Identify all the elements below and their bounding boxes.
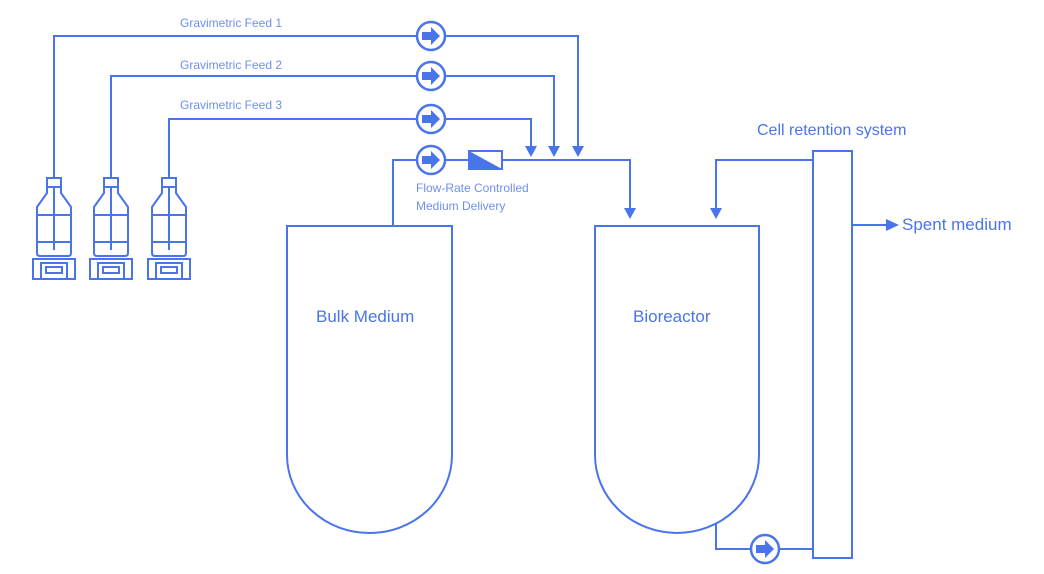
scale-icon	[147, 258, 191, 280]
feed-line-2	[110, 75, 555, 178]
bioreactor-tank[interactable]	[594, 225, 760, 534]
pump-icon[interactable]	[749, 533, 781, 565]
arrow-down-icon	[624, 208, 636, 219]
feed-line-1	[53, 35, 579, 178]
cell-retention-label: Cell retention system	[757, 122, 907, 139]
retentate-return-line	[715, 159, 813, 208]
arrow-right-icon	[886, 219, 899, 231]
bottle-icon	[151, 177, 187, 257]
arrow-down-icon	[572, 146, 584, 157]
pump-icon[interactable]	[415, 103, 447, 135]
scale-icon	[89, 258, 133, 280]
feed-label-2: Gravimetric Feed 2	[180, 58, 283, 72]
cell-retention-unit[interactable]	[812, 150, 853, 559]
medium-delivery-label-1: Flow-Rate Controlled	[416, 181, 529, 195]
medium-delivery-line	[392, 159, 631, 226]
bulk-medium-tank[interactable]	[286, 225, 453, 534]
arrow-down-icon	[710, 208, 722, 219]
bottle-icon	[36, 177, 72, 257]
bulk-medium-label: Bulk Medium	[316, 307, 415, 326]
spent-medium-label: Spent medium	[902, 215, 1012, 234]
arrow-down-icon	[548, 146, 560, 157]
bioreactor-label: Bioreactor	[633, 307, 711, 326]
flow-controller-icon[interactable]	[468, 150, 503, 170]
arrow-down-icon	[525, 146, 537, 157]
feed-label-3: Gravimetric Feed 3	[180, 98, 283, 112]
recirculation-line	[715, 524, 813, 550]
medium-delivery-label-2: Medium Delivery	[416, 199, 506, 213]
pump-icon[interactable]	[415, 60, 447, 92]
bottle-icon	[93, 177, 129, 257]
scale-icon	[32, 258, 76, 280]
pump-icon[interactable]	[415, 20, 447, 52]
feed-line-3	[168, 118, 532, 178]
pump-icon[interactable]	[415, 144, 447, 176]
feed-label-1: Gravimetric Feed 1	[180, 16, 283, 30]
